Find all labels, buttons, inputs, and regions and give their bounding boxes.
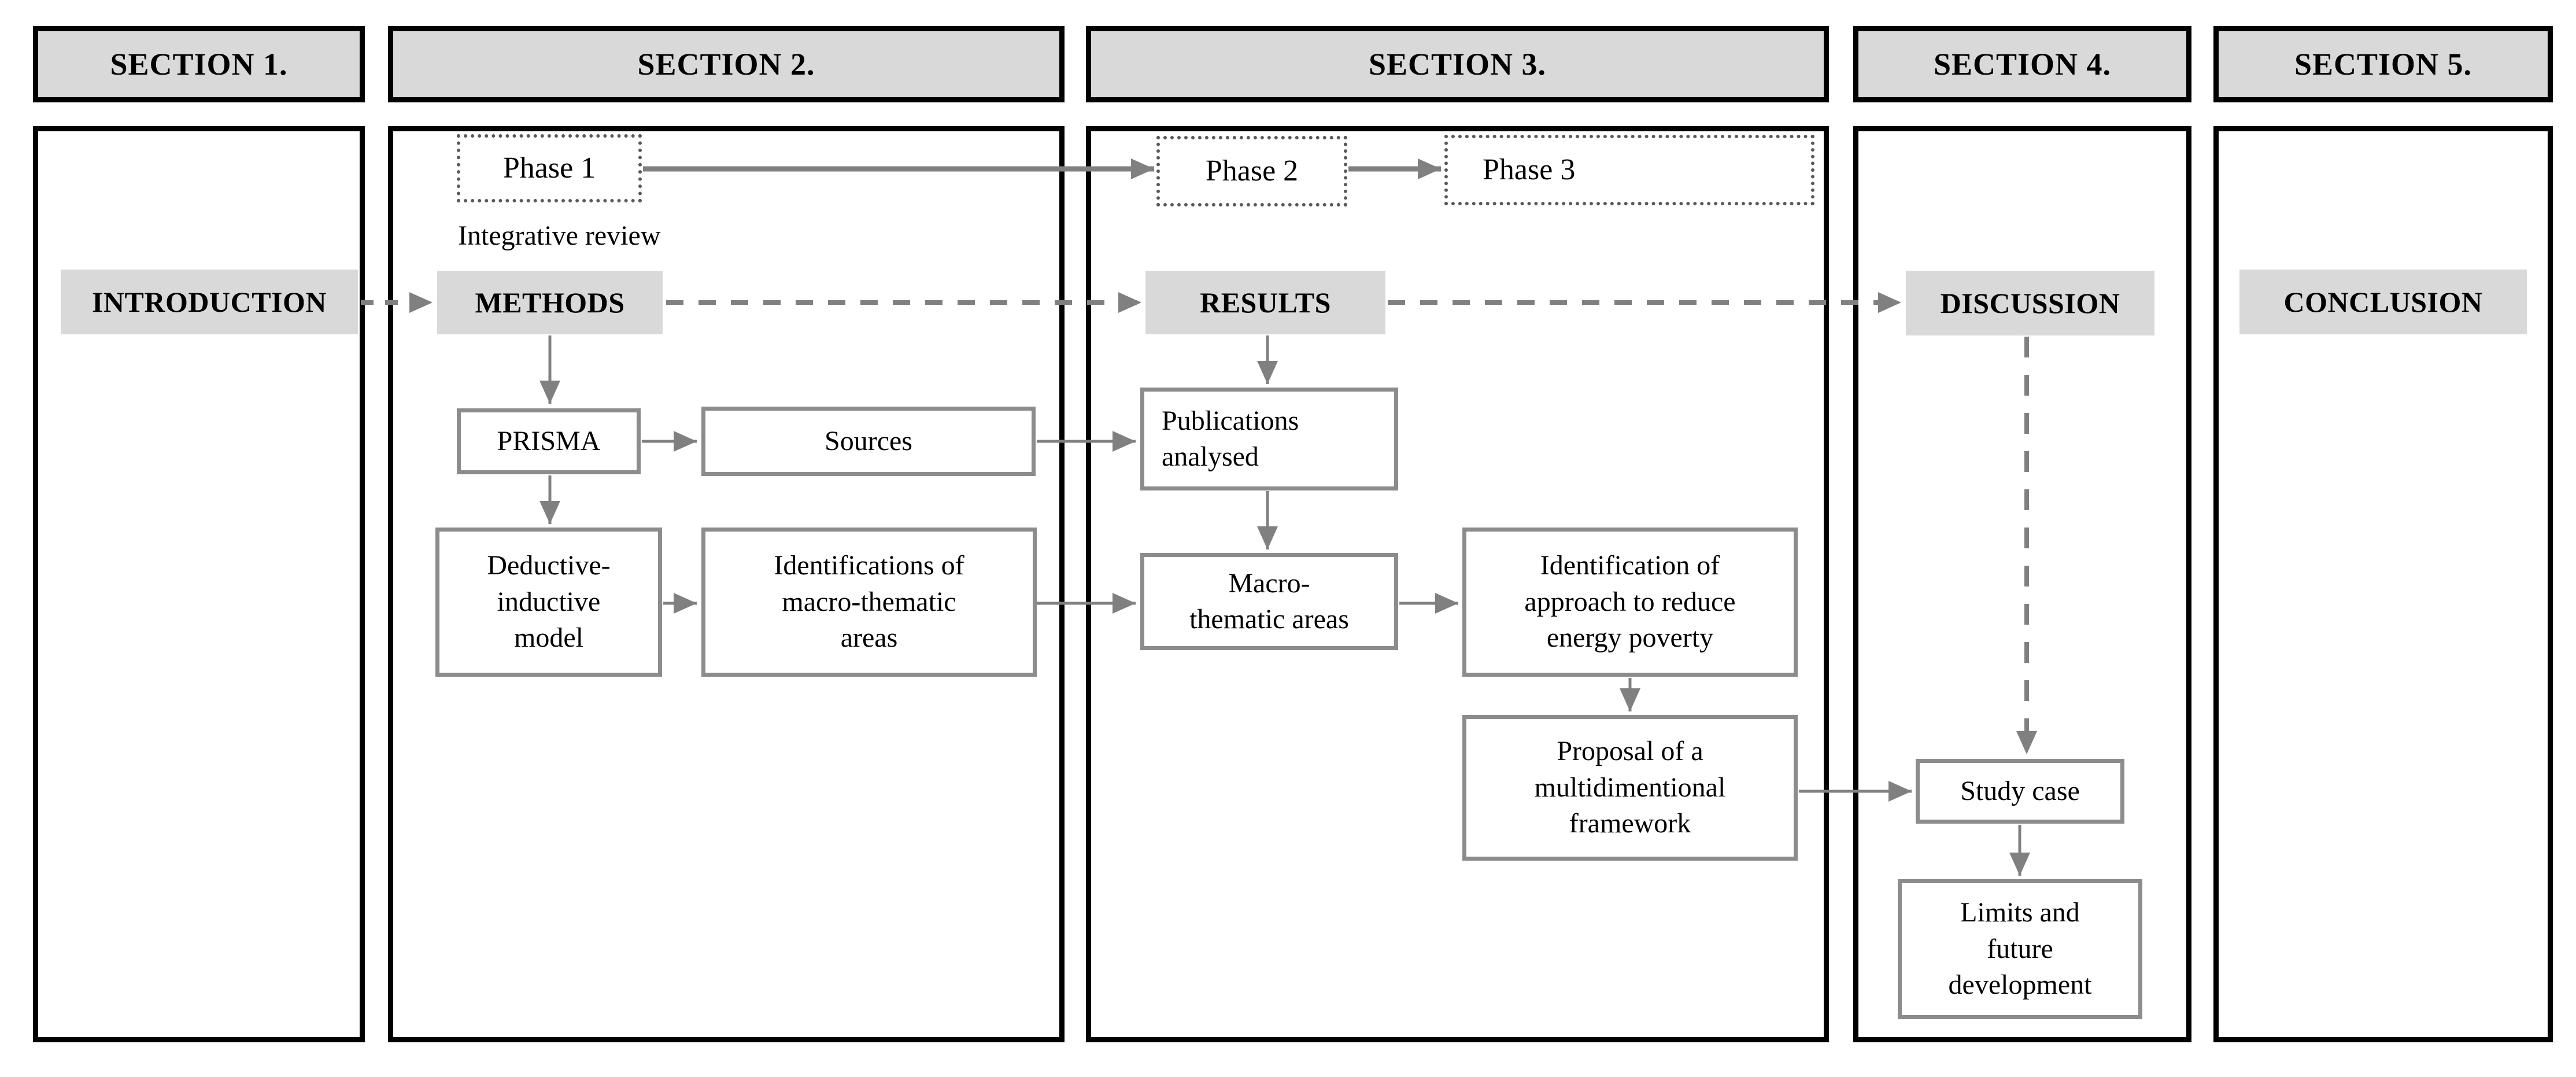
macro-thematic-areas-box: Macro- thematic areas	[1140, 553, 1398, 650]
section-1-header: SECTION 1.	[33, 26, 365, 102]
identifications-macro-thematic-box: Identifications of macro-thematic areas	[701, 528, 1037, 677]
deductive-inductive-model-box: Deductive- inductive model	[435, 528, 662, 677]
section-4-header: SECTION 4.	[1853, 26, 2191, 102]
identification-approach-box: Identification of approach to reduce ene…	[1462, 528, 1798, 677]
sources-box: Sources	[701, 407, 1036, 476]
conclusion-label: CONCLUSION	[2239, 270, 2527, 334]
section-3-header: SECTION 3.	[1086, 26, 1829, 102]
section-2-header-label: SECTION 2.	[637, 47, 815, 82]
phase-1-box: Phase 1	[457, 134, 642, 202]
results-label: RESULTS	[1145, 271, 1385, 334]
integrative-review-label: Integrative review	[458, 220, 661, 251]
introduction-label: INTRODUCTION	[61, 270, 358, 334]
publications-analysed-box: Publications analysed	[1140, 388, 1398, 490]
phase-2-box: Phase 2	[1156, 136, 1347, 206]
section-1-header-label: SECTION 1.	[110, 47, 288, 82]
section-2-header: SECTION 2.	[388, 26, 1065, 102]
section-5-body	[2213, 126, 2553, 1042]
proposal-framework-box: Proposal of a multidimentional framework	[1462, 715, 1798, 861]
prisma-box: PRISMA	[457, 408, 641, 474]
section-5-header-label: SECTION 5.	[2294, 47, 2472, 82]
section-1-body	[33, 126, 365, 1042]
phase-3-box: Phase 3	[1444, 135, 1814, 205]
limits-future-development-box: Limits and future development	[1898, 879, 2142, 1019]
section-3-header-label: SECTION 3.	[1368, 47, 1547, 82]
section-4-header-label: SECTION 4.	[1933, 47, 2112, 82]
discussion-label: DISCUSSION	[1906, 271, 2154, 335]
section-5-header: SECTION 5.	[2213, 26, 2553, 102]
methods-label: METHODS	[437, 271, 663, 334]
study-case-box: Study case	[1916, 759, 2124, 824]
